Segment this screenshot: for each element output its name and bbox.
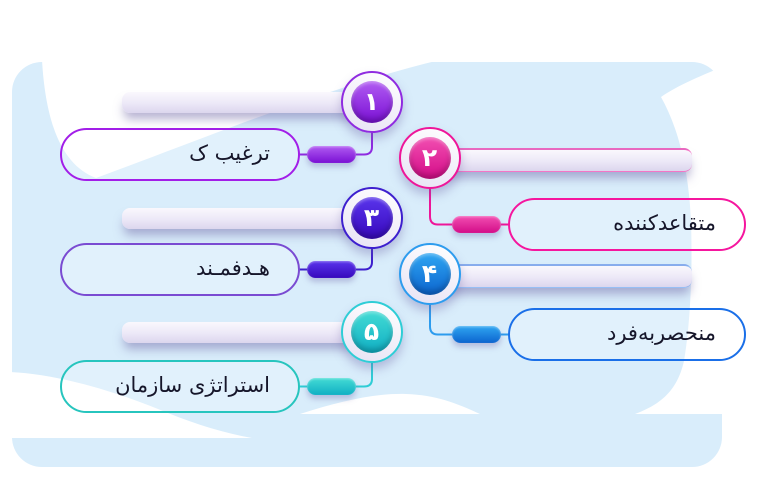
step-3-label-bubble: هـدفمـند [60, 243, 300, 296]
step-4-connector-line [429, 304, 509, 336]
step-3-label: هـدفمـند [196, 255, 270, 280]
step-5-label-bubble: استراتژی سازمان [60, 360, 300, 413]
step-5-bar [122, 322, 382, 343]
step-5-number: ۵ [350, 310, 393, 353]
step-2-pill [452, 216, 501, 233]
blob-cutout-bottom-wave [300, 393, 480, 414]
step-1-number: ۱ [350, 80, 393, 123]
step-1-bar [122, 92, 382, 113]
step-2-label: متقاعدکننده [613, 210, 716, 235]
step-3-connector-line [299, 248, 373, 271]
step-2-label-bubble: متقاعدکننده [508, 198, 746, 251]
step-2-connector-line [429, 188, 509, 226]
step-2-bar [420, 148, 692, 172]
step-1-label: ترغیب ک [189, 140, 270, 165]
step-4-pill [452, 326, 501, 343]
step-4-number: ۴ [408, 252, 451, 295]
blob-cutout-top-right [635, 65, 727, 414]
step-1-circle: ۱ [341, 71, 403, 133]
step-5-pill [307, 378, 356, 395]
step-5-circle: ۵ [341, 301, 403, 363]
step-4-label-bubble: منحصربه‌فرد [508, 308, 746, 361]
step-1-pill [307, 146, 356, 163]
step-1-label-bubble: ترغیب ک [60, 128, 300, 181]
blob-cutout-top-left [42, 60, 440, 178]
step-2-number: ۲ [408, 136, 451, 179]
step-4-bar [420, 264, 692, 288]
step-3-circle: ۳ [341, 187, 403, 249]
step-4-circle: ۴ [399, 243, 461, 305]
step-5-label: استراتژی سازمان [115, 372, 270, 397]
step-3-bar [122, 208, 382, 229]
step-3-pill [307, 261, 356, 278]
step-4-label: منحصربه‌فرد [606, 320, 716, 345]
step-5-connector-line [299, 362, 373, 388]
step-3-number: ۳ [350, 196, 393, 239]
step-2-circle: ۲ [399, 127, 461, 189]
step-1-connector-line [299, 132, 373, 156]
